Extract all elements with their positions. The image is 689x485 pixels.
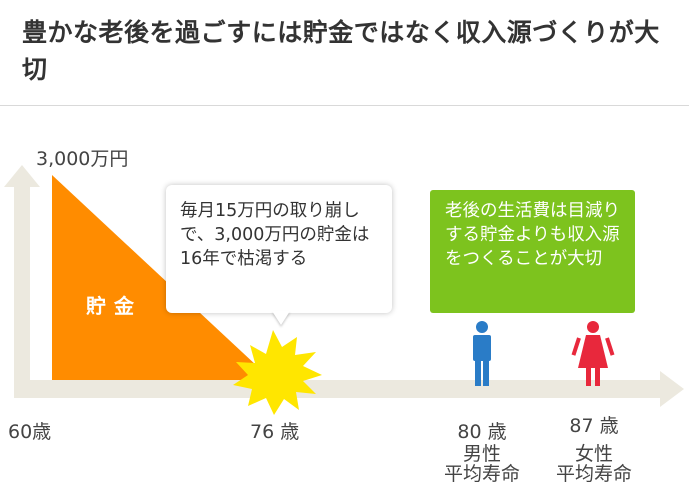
- advice-box: [430, 190, 635, 313]
- age-87-label: 87 歳: [569, 415, 619, 437]
- age-76-label: 76 歳: [250, 421, 300, 443]
- callout-tail: [272, 311, 290, 325]
- age-80-label: 80 歳: [457, 421, 507, 443]
- male-avg-life-label: 平均寿命: [443, 463, 521, 485]
- male-label: 男性: [462, 443, 502, 465]
- callout-bubble: [166, 185, 392, 313]
- savings-triangle: [52, 175, 272, 380]
- page-title: 豊かな老後を過ごすには貯金ではなく収入源づくりが大切: [22, 18, 660, 84]
- female-avg-life-label: 平均寿命: [555, 463, 633, 485]
- age-60-label: 60歳: [8, 421, 52, 443]
- savings-label: 貯金: [86, 294, 142, 318]
- female-label: 女性: [574, 443, 614, 465]
- female-person-icon: [571, 321, 615, 386]
- advice-text: 老後の生活費は目減りする貯金よりも収入源をつくることが大切: [445, 201, 620, 269]
- y-axis-arrow: [4, 165, 40, 398]
- male-person-icon: [473, 321, 491, 386]
- y-axis-top-label: 3,000万円: [36, 148, 129, 170]
- burst-icon: [233, 330, 322, 415]
- title-divider: [0, 105, 689, 106]
- callout-text: 毎月15万円の取り崩しで、3,000万円の貯金は16年で枯渇する: [180, 201, 370, 269]
